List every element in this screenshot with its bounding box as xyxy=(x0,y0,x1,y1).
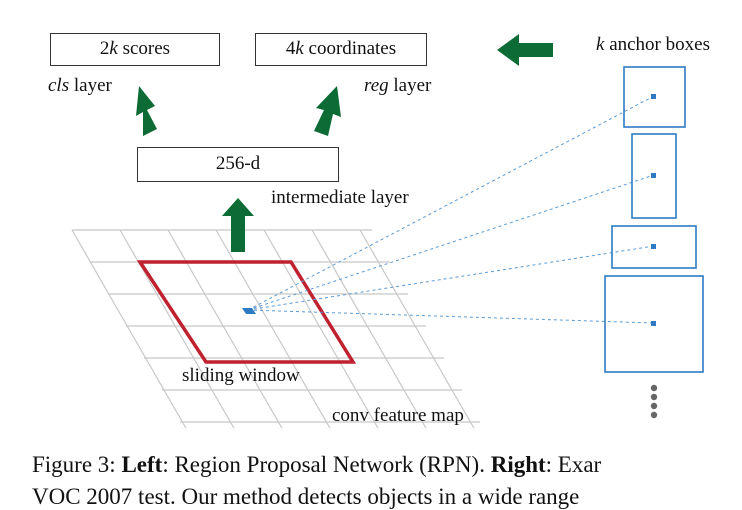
more-anchors-dots xyxy=(650,384,658,419)
conv-feature-grid xyxy=(71,229,480,428)
anchor-box-2 xyxy=(631,133,677,219)
figure-caption-line2: VOC 2007 test. Our method detects object… xyxy=(32,484,580,509)
anchor-boxes xyxy=(604,66,704,373)
rpn-diagram: 2k scores 4k coordinates 256-d cls layer… xyxy=(32,33,710,509)
sliding-window-center xyxy=(242,308,256,314)
anchor-box-1 xyxy=(623,66,686,128)
reg-layer-label: reg layer xyxy=(364,75,432,96)
conv-feature-map-label: conv feature map xyxy=(332,405,464,426)
arrow-to-intermediate xyxy=(222,198,254,252)
figure-caption: Figure 3: Left: Region Proposal Network … xyxy=(32,452,602,477)
anchor-box-3 xyxy=(611,225,697,269)
anchor-boxes-label: k anchor boxes xyxy=(596,34,710,55)
flow-arrows xyxy=(136,34,553,252)
cls-layer-label: cls layer xyxy=(48,75,112,96)
anchor-box-4 xyxy=(604,275,704,373)
intermediate-256d-box: 256-d xyxy=(137,147,339,182)
reg-coordinates-box: 4k coordinates xyxy=(255,33,427,66)
sliding-window-frame xyxy=(136,260,357,364)
arrow-to-reg xyxy=(314,86,341,136)
sliding-window-label: sliding window xyxy=(182,365,300,386)
anchor-projection-lines xyxy=(247,95,655,324)
diagram-graphics xyxy=(71,34,704,428)
arrow-to-cls xyxy=(136,86,157,136)
cls-scores-box: 2k scores xyxy=(50,33,220,66)
anchor-centers xyxy=(651,94,656,326)
intermediate-layer-label: intermediate layer xyxy=(271,187,409,208)
arrow-from-anchors xyxy=(497,34,553,66)
